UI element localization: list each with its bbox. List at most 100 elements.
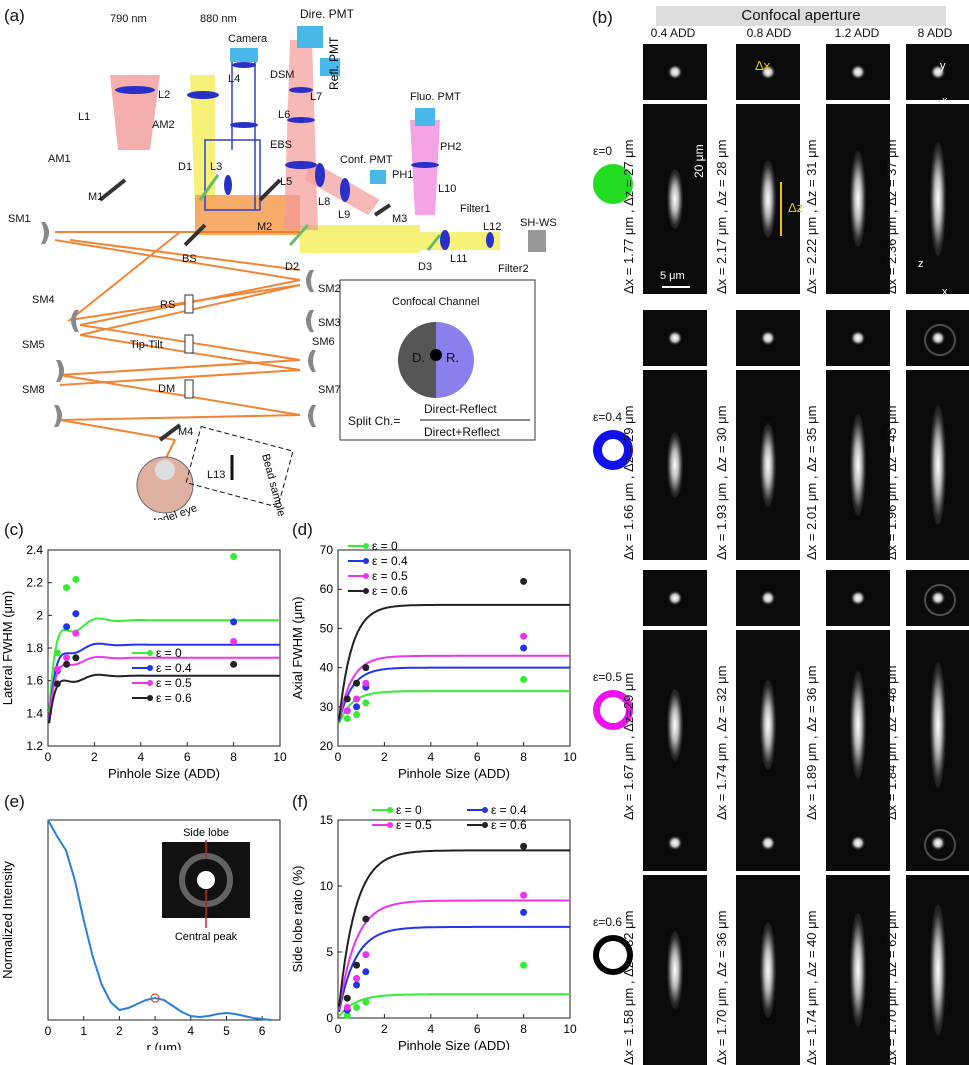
lens-l10-label: L10 <box>438 183 456 195</box>
x-tick-label: 2 <box>381 750 388 764</box>
pupil-mask-2 <box>593 690 633 730</box>
psf-xy-tile <box>736 815 800 871</box>
lens-l4-label: L4 <box>228 73 240 85</box>
data-point <box>520 891 528 899</box>
psf-xy-tile <box>826 310 890 366</box>
psf-xz-tile <box>826 104 890 294</box>
x-tick-label: 6 <box>474 750 481 764</box>
fwhm-label: Δx = 1.96 μm , Δz = 45 μm <box>884 405 899 560</box>
data-point <box>353 695 361 703</box>
fit-curve-3 <box>48 673 280 724</box>
psf-xy-tile <box>906 44 969 100</box>
sm1-label: SM1 <box>8 213 31 225</box>
d3-label: D3 <box>418 261 432 273</box>
psf-xz-tile <box>906 104 969 294</box>
am1-label: AM1 <box>48 153 71 165</box>
psf-xy-tile <box>826 570 890 626</box>
inset-numerator: Direct-Reflect <box>424 402 497 416</box>
y-axis-label: Normalized Intensity <box>0 861 15 979</box>
central-peak-label: Central peak <box>175 931 238 943</box>
y-tick-label: 1.2 <box>26 739 43 753</box>
data-point <box>362 679 370 687</box>
x-tick-label: 10 <box>563 750 577 764</box>
plot-frame <box>47 819 281 1021</box>
fwhm-label: Δx = 1.84 μm , Δz = 48 μm <box>884 665 899 820</box>
data-point <box>72 629 80 637</box>
y-axis-label: Axial FWHM (μm) <box>290 597 305 700</box>
sm5-label: SM5 <box>22 339 45 351</box>
psf-xz-tile <box>736 875 800 1065</box>
sm7-label: SM7 <box>318 384 341 396</box>
psf-xy-tile <box>906 815 969 871</box>
y-tick-label: 20 <box>320 739 334 753</box>
data-point <box>362 951 370 959</box>
y-tick-label: 15 <box>320 813 334 827</box>
data-point <box>520 632 528 640</box>
data-point <box>230 660 238 668</box>
scale-5um-bar <box>662 286 690 288</box>
x-tick-label: 4 <box>427 750 434 764</box>
fit-curve-1 <box>338 925 570 1012</box>
x-tick-label: 10 <box>273 750 287 764</box>
legend-label-1: ε = 0.4 <box>372 554 408 568</box>
x-tick-label: 3 <box>152 1024 159 1038</box>
y-tick-label: 2.4 <box>26 543 43 557</box>
fit-curve-1 <box>48 642 280 720</box>
data-point <box>230 637 238 645</box>
fwhm-label: Δx = 1.66 μm , Δz = 29 μm <box>621 405 636 560</box>
psf-xz-tile <box>826 630 890 820</box>
data-point <box>53 665 61 673</box>
x-axis-label: r (μm) <box>147 1040 182 1050</box>
psf-xz-tile <box>643 370 707 560</box>
data-point <box>343 1003 351 1011</box>
data-point <box>520 908 528 916</box>
data-point <box>343 695 351 703</box>
legend-label-3: ε = 0.6 <box>156 691 192 705</box>
x-tick-label: 8 <box>520 750 527 764</box>
plot-frame <box>337 819 571 1019</box>
psf-xy-tile <box>906 570 969 626</box>
axis-y-label: y <box>940 60 946 72</box>
x-tick-label: 4 <box>137 750 144 764</box>
x-tick-label: 2 <box>381 1022 388 1036</box>
x-tick-label: 6 <box>184 750 191 764</box>
panel-label-e: (e) <box>4 792 25 811</box>
fit-curve-3 <box>338 603 570 720</box>
data-point <box>362 998 370 1006</box>
fluo-pmt-label: Fluo. PMT <box>410 91 461 103</box>
tiptilt-label: Tip-Tilt <box>130 339 163 351</box>
legend-dot-2 <box>147 680 153 686</box>
side-lobe-marker <box>150 993 160 1003</box>
fwhm-label: Δx = 1.77 μm , Δz = 27 μm <box>621 139 636 294</box>
x-tick-label: 8 <box>520 1022 527 1036</box>
refl-pmt-label: Refl. PMT <box>327 36 341 90</box>
scale-20um-label: 20 μm <box>692 144 706 178</box>
x-tick-label: 0 <box>45 1024 52 1038</box>
eps-label-3: ε=0.6 <box>593 915 623 929</box>
y-tick-label: 40 <box>320 661 334 675</box>
legend-label-2: ε = 0.5 <box>396 818 432 832</box>
data-point <box>63 584 71 592</box>
fit-curve-0 <box>338 993 570 1017</box>
psf-xy-tile <box>643 570 707 626</box>
y-tick-label: 70 <box>320 543 334 557</box>
psf-xz-tile <box>643 104 707 294</box>
lens-l8-label: L8 <box>318 196 330 208</box>
y-tick-label: 2 <box>36 608 43 622</box>
psf-xy-tile <box>736 44 800 100</box>
legend-dot-3 <box>147 695 153 701</box>
legend-dot-3 <box>363 588 369 594</box>
fwhm-label: Δx = 1.74 μm , Δz = 32 μm <box>714 665 729 820</box>
d1-label: D1 <box>178 161 192 173</box>
lens-l3-label: L3 <box>210 161 222 173</box>
inset-r-label: R. <box>446 350 459 365</box>
dx-annotation: Δx <box>755 58 771 73</box>
x-tick-label: 2 <box>116 1024 123 1038</box>
sm8-label: SM8 <box>22 384 45 396</box>
side-lobe-label: Side lobe <box>183 827 229 839</box>
filter1-label: Filter1 <box>460 203 491 215</box>
data-point <box>353 961 361 969</box>
